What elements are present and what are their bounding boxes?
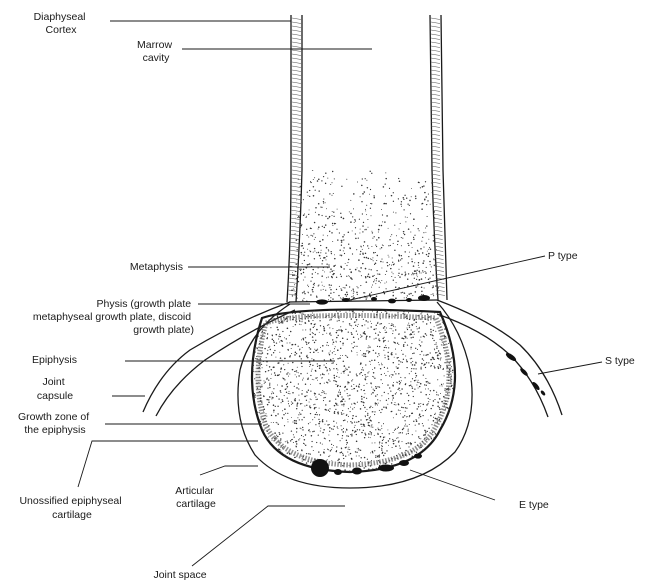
p-type-lesion	[406, 298, 412, 302]
label-s-type: S type	[605, 355, 635, 367]
epiphysis-region	[238, 299, 476, 488]
leader-lines	[78, 21, 602, 566]
e-type-lesions	[311, 453, 422, 477]
e-type-lesion	[334, 469, 342, 475]
p-type-lesion	[371, 297, 377, 301]
label-physis: Physis (growth plate metaphyseal growth …	[33, 298, 194, 336]
p-type-lesion	[342, 298, 350, 302]
label-epiphysis: Epiphysis	[32, 354, 77, 366]
label-diaphyseal-cortex: Diaphyseal Cortex	[34, 11, 89, 36]
leader-unossified-cartilage	[78, 441, 258, 487]
label-unossified-cartilage: Unossified epiphyseal cartilage	[19, 495, 124, 521]
leader-e-type	[410, 470, 495, 500]
label-growth-zone: Growth zone of the epiphysis	[18, 411, 92, 436]
s-type-lesion	[505, 352, 518, 363]
p-type-lesion	[316, 299, 328, 304]
e-type-lesion	[352, 468, 362, 475]
diaphyseal-cortex	[287, 15, 447, 302]
label-articular-cartilage: Articular cartilage	[175, 485, 216, 510]
p-type-lesion	[388, 299, 396, 304]
e-type-lesion	[399, 460, 409, 466]
physis-growth-plate	[289, 295, 437, 305]
s-type-lesion	[540, 390, 546, 397]
label-metaphysis: Metaphysis	[130, 261, 183, 273]
metaphysis-region	[284, 169, 445, 305]
label-marrow-cavity: Marrow cavity	[137, 39, 175, 64]
label-joint-capsule: Joint capsule	[37, 376, 73, 402]
leader-p-type	[350, 256, 545, 300]
cortex-hatching	[288, 18, 445, 296]
e-type-lesion	[378, 465, 394, 472]
label-e-type: E type	[519, 499, 549, 511]
leader-articular-cartilage	[200, 466, 258, 475]
label-joint-space: Joint space	[153, 569, 206, 581]
label-p-type: P type	[548, 250, 578, 262]
labels: Diaphyseal Cortex Marrow cavity Metaphys…	[18, 11, 635, 581]
e-type-lesion	[311, 459, 329, 477]
leader-joint-space	[192, 506, 345, 566]
e-type-lesion	[414, 453, 422, 458]
s-type-lesion	[519, 367, 529, 377]
leader-s-type	[538, 362, 602, 374]
p-type-lesion	[418, 295, 430, 301]
